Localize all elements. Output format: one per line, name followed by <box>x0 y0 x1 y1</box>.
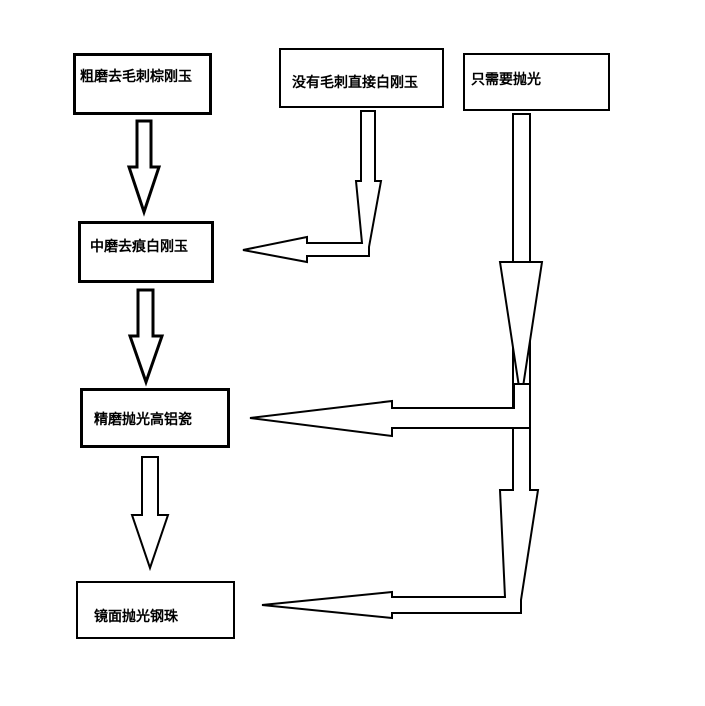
node-no-burr-label: 没有毛刺直接白刚玉 <box>292 75 418 91</box>
node-medium-label: 中磨去痕白刚玉 <box>90 239 188 255</box>
arrow-coarse-to-medium <box>126 119 162 217</box>
node-coarse-label: 粗磨去毛刺棕刚玉 <box>80 69 192 85</box>
node-no-burr: 没有毛刺直接白刚玉 <box>279 48 444 108</box>
node-polish-only: 只需要抛光 <box>463 53 610 111</box>
node-medium: 中磨去痕白刚玉 <box>78 221 214 283</box>
arrow-medium-to-fine <box>127 288 165 387</box>
node-polish-only-label: 只需要抛光 <box>471 72 541 88</box>
node-fine-label: 精磨抛光高铝瓷 <box>94 412 192 428</box>
arrow-polish-to-fine-down <box>498 261 544 401</box>
node-coarse: 粗磨去毛刺棕刚玉 <box>73 53 212 115</box>
arrow-polish-to-fine <box>249 383 531 438</box>
node-fine: 精磨抛光高铝瓷 <box>80 388 230 448</box>
arrow-polish-to-mirror <box>261 113 540 620</box>
arrow-fine-to-mirror <box>130 456 170 572</box>
arrow-noburr-to-medium <box>242 110 383 264</box>
node-mirror-label: 镜面抛光钢珠 <box>94 609 178 625</box>
node-mirror: 镜面抛光钢珠 <box>76 581 235 639</box>
